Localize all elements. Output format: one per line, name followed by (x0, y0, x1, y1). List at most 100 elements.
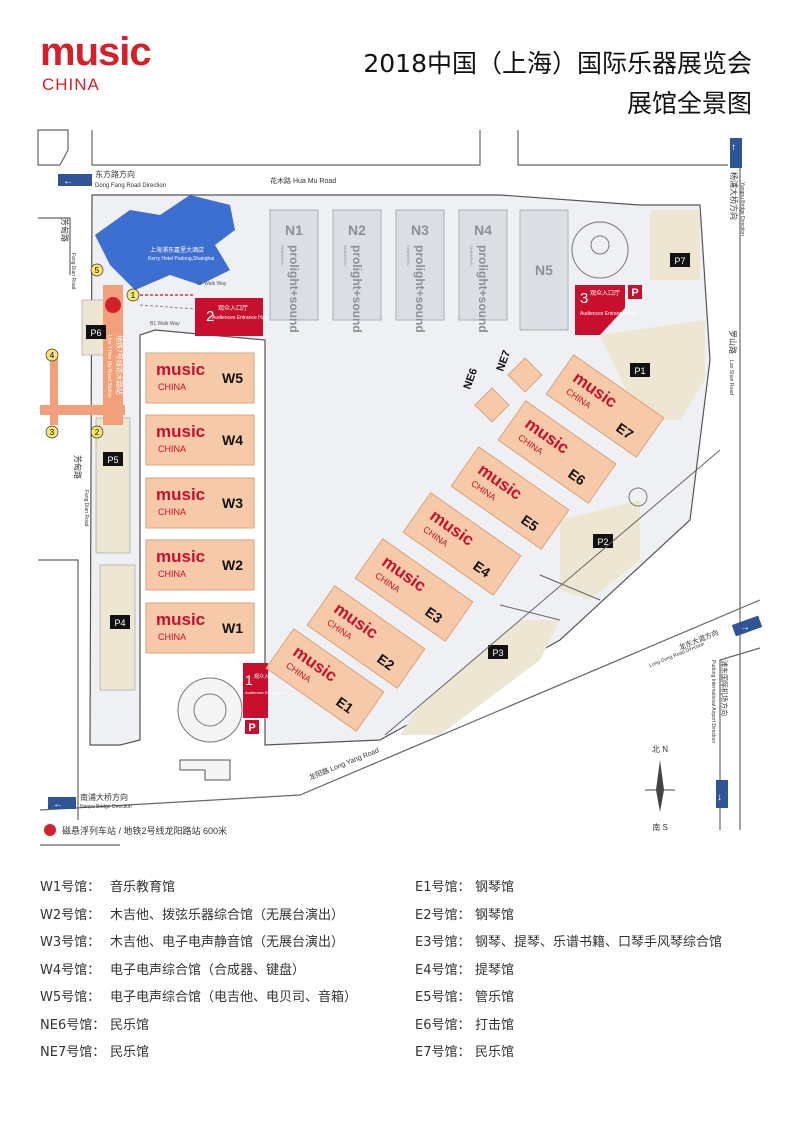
road-yangpu-en: Yangpu Bridge Direction (739, 182, 745, 236)
road-edge (38, 217, 71, 275)
hall-w1-brand: music (156, 610, 205, 629)
hall-w2-label: W2 (222, 557, 243, 573)
hall-n3-brand: prolight+sound (413, 245, 427, 333)
road-dongfang-en: Dong Fang Road Direction (95, 183, 166, 189)
hall-e6-block (497, 400, 617, 504)
parking-area-p7 (650, 210, 700, 280)
hall-w4-label: W4 (222, 432, 243, 448)
road-luoshan-en: Luo Shan Road (728, 360, 734, 395)
walkway-b1-line (139, 304, 211, 311)
logo-music: music (40, 30, 152, 74)
exit-4-marker (45, 348, 59, 362)
metro-station-label-en: Line 7 Hua Mu Road Station (106, 335, 112, 398)
road-fangdian-mid-en: Fang Dian Road (83, 490, 89, 527)
metro-station-block (103, 285, 123, 425)
parking-badge (593, 534, 613, 548)
service-building (179, 759, 231, 781)
metro-exits: 1 2 3 4 5 (45, 263, 140, 439)
parking-p1: P1 (634, 366, 645, 376)
road-edge (539, 574, 601, 601)
hall-e7-block (545, 354, 665, 458)
exit-1-marker (126, 288, 140, 302)
hall-n2-label: N2 (348, 222, 366, 238)
legend-desc: 民乐馆 (110, 1045, 150, 1060)
legend-desc: 木吉他、拨弦乐器综合馆（无展台演出） (110, 907, 345, 923)
compass: 北 N 南 S (645, 745, 675, 832)
parking-badge (103, 452, 123, 466)
road-fangdian-top-en: Fang Dian Road (70, 253, 76, 290)
hall-w3-brand: music (156, 485, 205, 504)
entrance-3: 3 观众入口厅 Audiences Entrance Hall (575, 285, 635, 335)
compass-needle-icon (656, 760, 664, 812)
parking-p2: P2 (597, 537, 608, 547)
legend-hall: NE7号馆： (40, 1045, 106, 1060)
metro-logo-icon (44, 824, 56, 836)
legend-row: E7号馆：民乐馆 (415, 1041, 722, 1069)
road-nanpu: 南浦大桥方向 (80, 792, 128, 802)
exit-5-marker (90, 263, 104, 277)
parking-area-p1 (600, 320, 705, 420)
entrance-3-block (575, 285, 625, 335)
hall-w1-label: W1 (222, 620, 243, 636)
road-edge (499, 604, 561, 621)
parking-badge (86, 325, 106, 339)
plaza-center (590, 235, 610, 255)
west-halls: music CHINA W5 music CHINA W4 music CHIN… (145, 352, 255, 654)
road-yangpu: 杨浦大桥方向 (729, 172, 739, 220)
hall-ne6 (474, 387, 510, 423)
road-edge (38, 559, 79, 820)
legend-hall: E1号馆： (415, 880, 471, 895)
right-arrow-icon: → (740, 622, 750, 633)
hall-n2-brand: prolight+sound (350, 245, 364, 333)
entrance-2-en: Audiences Entrance Hall (212, 315, 267, 321)
legend-hall: E5号馆： (415, 990, 471, 1005)
hall-e4: music CHINA E4 (402, 492, 522, 596)
road-nanpu-en: Nanpu Bridge Direction (80, 804, 132, 810)
legend-desc: 钢琴、提琴、乐谱书籍、口琴手风琴综合馆 (475, 935, 723, 950)
arrow-box (731, 615, 763, 637)
hall-n4 (458, 209, 508, 321)
page-title: 2018中国（上海）国际乐器展览会 (363, 49, 752, 78)
hall-e3-block (354, 538, 474, 642)
legend-row: E2号馆：钢琴馆 (415, 904, 722, 932)
parking-p3: P3 (492, 648, 503, 658)
legend-desc: 民乐馆 (110, 1017, 150, 1033)
parking-symbol-icon (628, 285, 642, 299)
metro-passage (50, 355, 58, 425)
legend-row: W2号馆：木吉他、拨弦乐器综合馆（无展台演出） (40, 904, 357, 932)
legend-desc: 电子电声综合馆（合成器、键盘） (110, 962, 306, 978)
legend-hall: W4号馆： (40, 962, 101, 978)
legend-row: E1号馆：钢琴馆 (415, 876, 722, 904)
metro-passage (40, 405, 125, 415)
entrance-1-block (243, 663, 268, 718)
parking-p5: P5 (107, 455, 118, 465)
plaza-circle (177, 677, 243, 743)
city-block (37, 129, 69, 166)
exit-5-label: 5 (95, 266, 100, 275)
plaza-center (193, 693, 227, 727)
metro-note: 磁悬浮列车站 / 地铁2号线龙阳路站 600米 (62, 825, 227, 836)
hall-w5-brand-sub: CHINA (158, 382, 186, 392)
hall-n1 (269, 209, 319, 321)
entrance-2-number: 2 (206, 308, 214, 325)
legend-desc: 打击馆 (475, 1017, 515, 1033)
parking-labels: P1 P2 P3 P4 P5 P6 P7 (86, 253, 690, 659)
legend-hall: E3号馆： (415, 935, 471, 950)
legend-desc: 钢琴馆 (475, 907, 515, 923)
exit-3-marker (45, 425, 59, 439)
parking-symbol-icon (245, 720, 259, 734)
left-arrow-icon: ← (63, 176, 73, 187)
legend-east-halls: E1号馆：钢琴馆 E2号馆：钢琴馆 E3号馆：钢琴、提琴、乐谱书籍、口琴手风琴综… (415, 876, 722, 1069)
legend-hall: NE6号馆： (40, 1017, 106, 1033)
hall-w5-label: W5 (222, 370, 243, 386)
hall-e5-block (450, 446, 570, 550)
compass-south: 南 S (652, 822, 668, 832)
arrow-box (58, 174, 92, 186)
hall-w2-brand-sub: CHINA (158, 569, 186, 579)
north-halls: N1 prolight+sound SHANGHAI N2 prolight+s… (269, 209, 569, 333)
walkway-b1-label: B1 Walk Way (150, 321, 180, 327)
hall-w1 (145, 602, 255, 654)
logo-china: CHINA (42, 75, 100, 94)
road-fangdian-mid: 芳甸路 (73, 455, 83, 479)
road-pudong-airport-en: Pudong International Airport Direction (710, 660, 716, 743)
